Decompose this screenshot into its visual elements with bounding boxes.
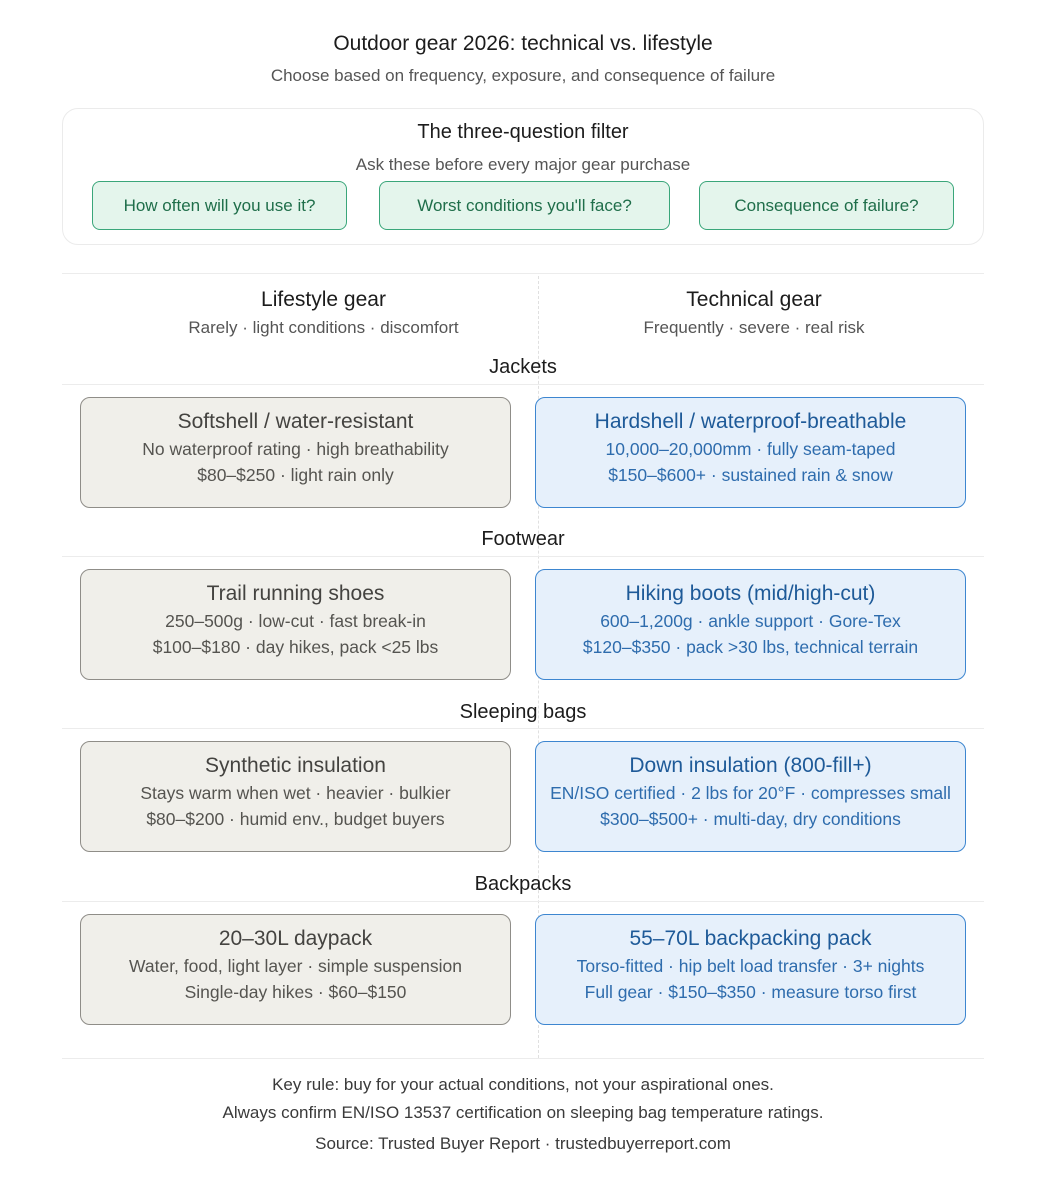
card-detail: 10,000–20,000mm · fully seam-taped <box>605 439 896 459</box>
footer-note: Always confirm EN/ISO 13537 certificatio… <box>222 1103 824 1122</box>
filter-title: The three-question filter <box>417 121 629 143</box>
technical-title: Technical gear <box>686 288 822 311</box>
footer-rule: Key rule: buy for your actual conditions… <box>272 1075 774 1094</box>
diagram-title: Outdoor gear 2026: technical vs. lifesty… <box>333 32 713 55</box>
card-title: 55–70L backpacking pack <box>629 927 872 950</box>
section-divider <box>62 556 984 557</box>
card-detail: Stays warm when wet · heavier · bulkier <box>140 783 451 803</box>
card-detail: 600–1,200g · ankle support · Gore-Tex <box>600 611 901 631</box>
technical-card-backpacks: 55–70L backpacking pack Torso-fitted · h… <box>535 914 966 1025</box>
section-divider <box>62 728 984 729</box>
lifestyle-card-jackets: Softshell / water-resistant No waterproo… <box>80 397 511 508</box>
card-title: Down insulation (800-fill+) <box>629 754 872 777</box>
technical-card-sleeping-bags: Down insulation (800-fill+) EN/ISO certi… <box>535 741 966 852</box>
lifestyle-card-backpacks: 20–30L daypack Water, food, light layer … <box>80 914 511 1025</box>
card-price: Full gear · $150–$350 · measure torso fi… <box>584 982 917 1002</box>
card-detail: No waterproof rating · high breathabilit… <box>142 439 449 459</box>
filter-subtitle: Ask these before every major gear purcha… <box>355 155 691 174</box>
question-frequency: How often will you use it? <box>92 181 347 230</box>
technical-subtitle: Frequently · severe · real risk <box>643 318 865 337</box>
technical-header: Technical gear Frequently · severe · rea… <box>535 288 973 338</box>
card-detail: 250–500g · low-cut · fast break-in <box>165 611 426 631</box>
card-title: Softshell / water-resistant <box>177 410 414 433</box>
card-title: 20–30L daypack <box>218 927 373 950</box>
card-price: $120–$350 · pack >30 lbs, technical terr… <box>582 637 919 657</box>
card-title: Trail running shoes <box>206 582 385 605</box>
section-label-backpacks: Backpacks <box>474 873 572 895</box>
section-label-footwear: Footwear <box>481 528 565 550</box>
section-label-jackets: Jackets <box>489 356 557 378</box>
question-consequence: Consequence of failure? <box>699 181 954 230</box>
card-price: $100–$180 · day hikes, pack <25 lbs <box>152 637 439 657</box>
card-title: Hardshell / waterproof-breathable <box>594 410 907 433</box>
question-conditions: Worst conditions you'll face? <box>379 181 670 230</box>
section-divider <box>62 384 984 385</box>
technical-card-jackets: Hardshell / waterproof-breathable 10,000… <box>535 397 966 508</box>
section-divider <box>62 901 984 902</box>
lifestyle-card-footwear: Trail running shoes 250–500g · low-cut ·… <box>80 569 511 680</box>
diagram-subtitle: Choose based on frequency, exposure, and… <box>270 66 776 85</box>
card-price: $80–$250 · light rain only <box>197 465 394 485</box>
technical-card-footwear: Hiking boots (mid/high-cut) 600–1,200g ·… <box>535 569 966 680</box>
card-title: Synthetic insulation <box>205 754 386 777</box>
card-price: Single-day hikes · $60–$150 <box>184 982 407 1002</box>
lifestyle-card-sleeping-bags: Synthetic insulation Stays warm when wet… <box>80 741 511 852</box>
card-detail: Water, food, light layer · simple suspen… <box>129 956 462 976</box>
lifestyle-subtitle: Rarely · light conditions · discomfort <box>188 318 459 337</box>
footer-divider <box>62 1058 984 1059</box>
card-title: Hiking boots (mid/high-cut) <box>625 582 876 605</box>
card-price: $150–$600+ · sustained rain & snow <box>608 465 893 485</box>
card-detail: Torso-fitted · hip belt load transfer · … <box>576 956 925 976</box>
lifestyle-title: Lifestyle gear <box>261 288 386 311</box>
divider <box>62 273 984 274</box>
card-price: $300–$500+ · multi-day, dry conditions <box>600 809 901 829</box>
lifestyle-header: Lifestyle gear Rarely · light conditions… <box>80 288 567 338</box>
source-credit: Source: Trusted Buyer Report · trustedbu… <box>315 1134 731 1153</box>
card-price: $80–$200 · humid env., budget buyers <box>146 809 445 829</box>
card-detail: EN/ISO certified · 2 lbs for 20°F · comp… <box>550 783 951 803</box>
section-label-sleeping-bags: Sleeping bags <box>459 701 587 723</box>
